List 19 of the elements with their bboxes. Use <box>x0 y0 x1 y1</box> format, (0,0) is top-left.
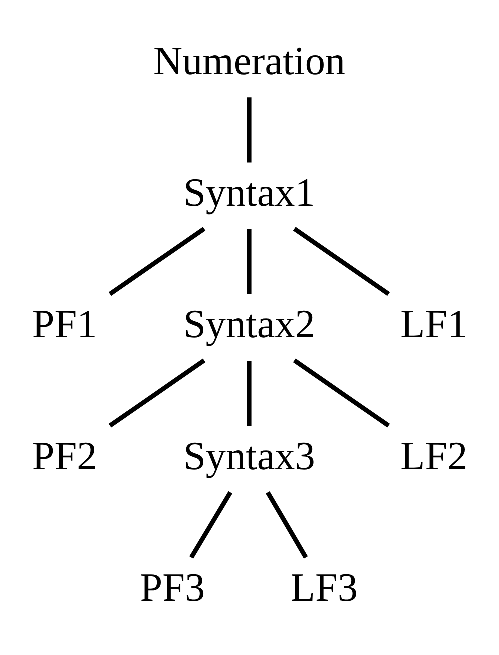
node-text: Syntax1 <box>184 170 316 216</box>
node-text: Syntax2 <box>184 302 316 347</box>
connector <box>266 491 308 559</box>
node-text: LF2 <box>400 433 468 478</box>
connector <box>108 358 206 428</box>
connector <box>190 491 232 559</box>
node-text: Syntax3 <box>184 433 316 478</box>
node-text: PF1 <box>32 302 98 347</box>
connector <box>293 358 390 428</box>
node-text: LF1 <box>400 302 468 347</box>
connector <box>293 227 390 296</box>
node-text: LF3 <box>290 565 358 610</box>
connector <box>247 360 252 426</box>
connector <box>108 227 206 296</box>
connector <box>247 229 252 294</box>
node-text: PF2 <box>32 433 98 478</box>
node-text: PF3 <box>140 565 206 610</box>
node-text: Numeration <box>153 38 346 84</box>
connector <box>247 98 252 163</box>
